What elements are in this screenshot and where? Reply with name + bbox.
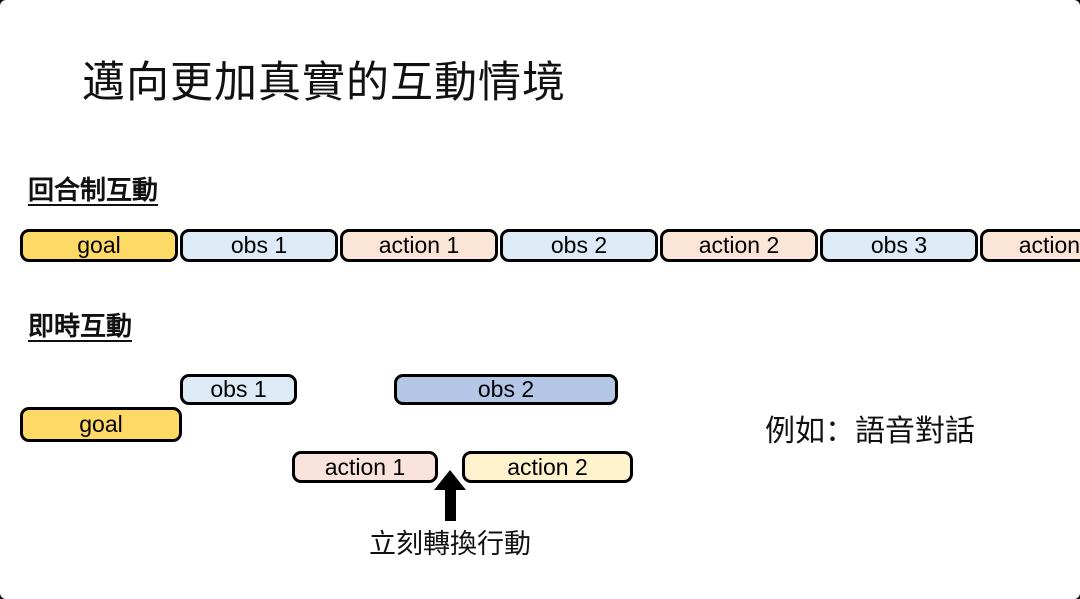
turn-based-section-heading: 回合制互動 bbox=[28, 175, 159, 205]
realtime-box-obs-2: obs 2 bbox=[394, 374, 618, 405]
realtime-box-goal: goal bbox=[20, 407, 182, 442]
up-arrow-icon bbox=[434, 470, 466, 521]
example-text: 例如：語音對話 bbox=[765, 415, 975, 448]
turn-box-obs-3: obs 3 bbox=[820, 229, 978, 262]
realtime-box-obs-1: obs 1 bbox=[180, 374, 297, 405]
turn-box-action-3: action 3 bbox=[980, 229, 1080, 262]
turn-box-goal: goal bbox=[20, 229, 178, 262]
turn-box-obs-1: obs 1 bbox=[180, 229, 338, 262]
turn-based-timeline: goal obs 1 action 1 obs 2 action 2 obs 3… bbox=[20, 229, 1080, 262]
turn-box-action-1: action 1 bbox=[340, 229, 498, 262]
realtime-box-action-1: action 1 bbox=[292, 451, 438, 483]
realtime-section-heading: 即時互動 bbox=[28, 311, 133, 341]
turn-box-action-2: action 2 bbox=[660, 229, 818, 262]
slide-title: 邁向更加真實的互動情境 bbox=[82, 59, 566, 107]
turn-box-obs-2: obs 2 bbox=[500, 229, 658, 262]
realtime-box-action-2: action 2 bbox=[462, 451, 633, 483]
up-arrow-head bbox=[434, 470, 466, 490]
up-arrow-shaft bbox=[444, 490, 456, 521]
arrow-caption: 立刻轉換行動 bbox=[369, 529, 531, 559]
